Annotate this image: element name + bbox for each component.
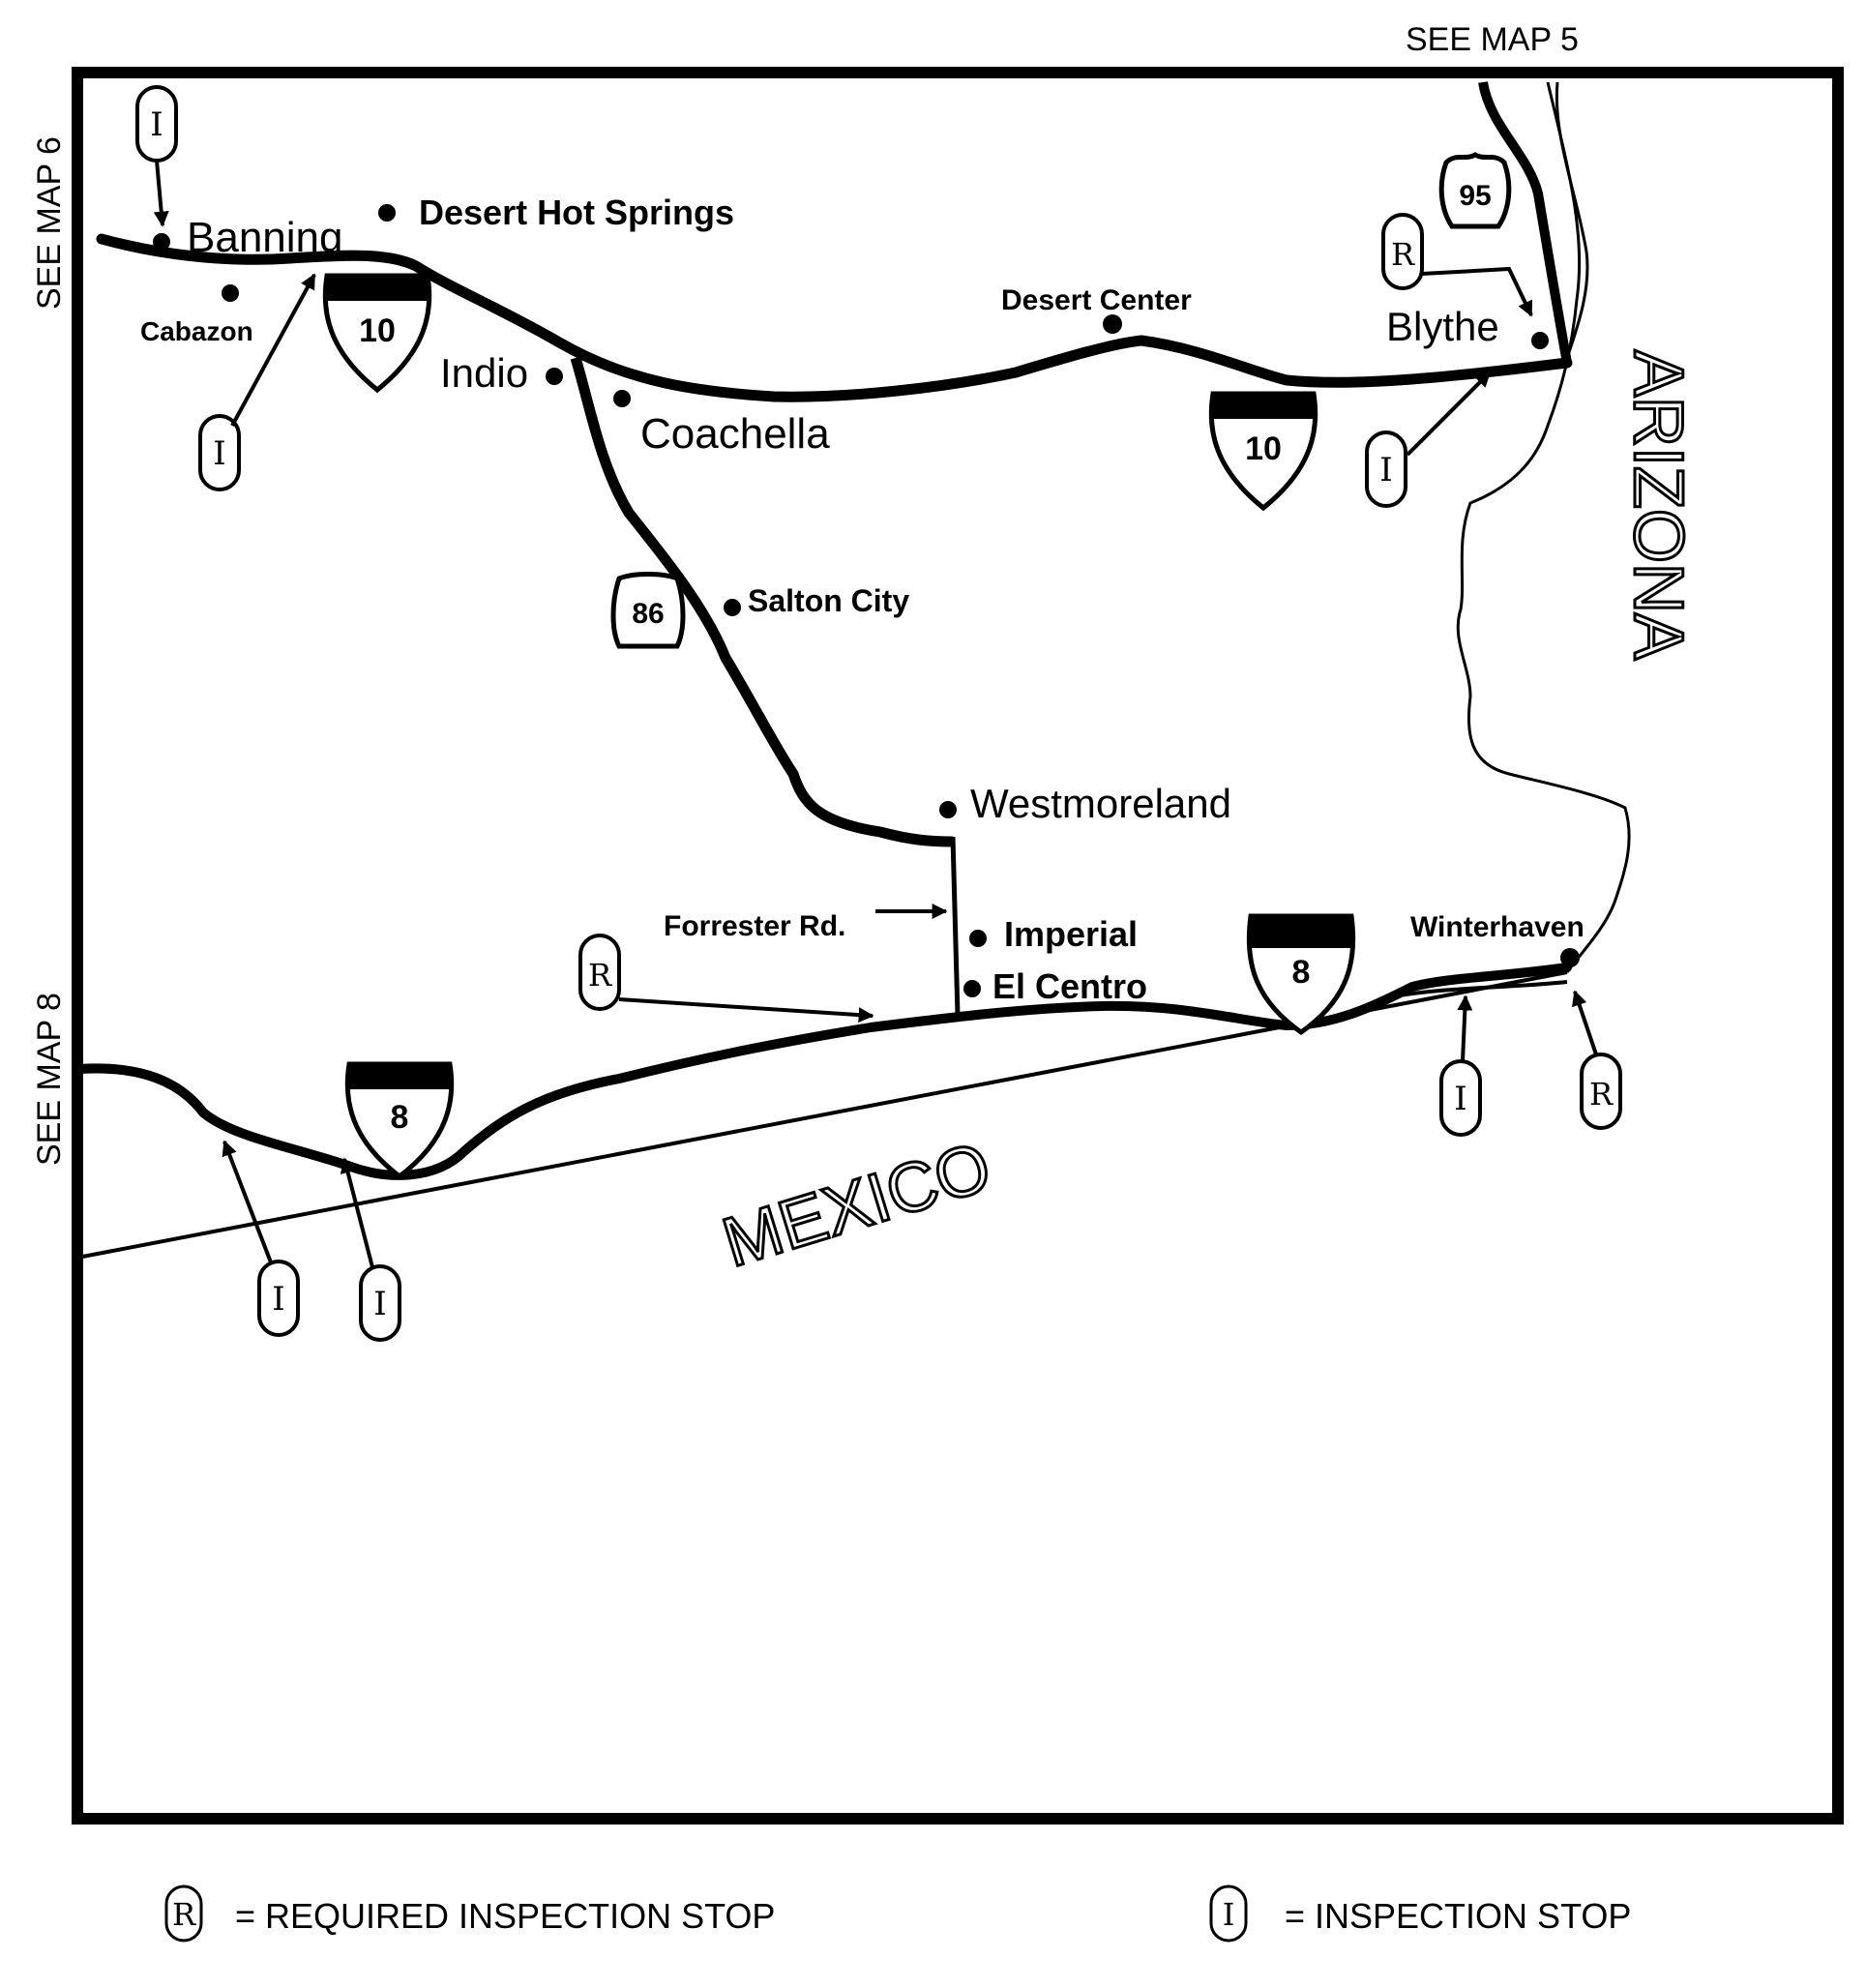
shield-us95-number: 95: [1459, 180, 1491, 212]
shield-i8-east-number: 8: [1292, 954, 1311, 991]
label-desert-center: Desert Center: [1001, 284, 1192, 316]
marker-r-forrester-letter: R: [588, 957, 612, 994]
arrow-r-forrester: [618, 997, 874, 1024]
arizona-border: [1456, 81, 1631, 973]
see-map-left-bottom: SEE MAP 8: [31, 993, 68, 1166]
dot-desert-center: [1103, 314, 1122, 334]
shield-i8-east: 8: [1246, 913, 1356, 1036]
marker-i-west-1-letter: I: [272, 1280, 284, 1319]
marker-i-winterhaven: I: [1439, 1059, 1482, 1137]
label-salton-city: Salton City: [748, 583, 909, 618]
label-imperial: Imperial: [1004, 914, 1138, 954]
label-cabazon: Cabazon: [140, 316, 253, 346]
legend-i-text: = INSPECTION STOP: [1285, 1896, 1631, 1936]
i8-road: [74, 963, 1572, 1180]
map-frame: [72, 67, 1844, 1825]
label-banning: Banning: [187, 214, 342, 261]
shield-i10-east: 10: [1208, 391, 1318, 512]
shield-ca86: 86: [610, 572, 686, 649]
see-map-top: SEE MAP 5: [1406, 21, 1579, 58]
river-edge: [1555, 81, 1589, 359]
see-map-left-top: SEE MAP 6: [31, 136, 68, 310]
dot-cabazon: [222, 284, 239, 302]
dot-winterhaven: [1560, 948, 1580, 967]
shield-i10-west-number: 10: [359, 312, 396, 349]
shield-ca86-number: 86: [632, 598, 664, 630]
arrow-i-winterhaven: [1457, 994, 1473, 1062]
label-forrester-rd: Forrester Rd.: [664, 910, 845, 942]
arrow-i-cabazon: [230, 273, 316, 427]
marker-i-blythe-letter: I: [1379, 451, 1392, 490]
dot-coachella: [613, 390, 631, 407]
arrow-i-west-2: [340, 1157, 374, 1268]
dot-blythe: [1531, 332, 1549, 349]
forrester-road: [950, 836, 961, 1017]
arrow-i-west-1: [222, 1140, 273, 1263]
label-westmoreland: Westmoreland: [970, 781, 1231, 826]
label-winterhaven: Winterhaven: [1410, 911, 1585, 943]
dot-desert-hot-springs: [378, 204, 396, 222]
dot-imperial: [969, 930, 987, 947]
label-mexico: MEXICO: [714, 1128, 999, 1283]
arrow-r-blythe: [1421, 266, 1533, 317]
legend: R = REQUIRED INSPECTION STOP I = INSPECT…: [164, 1884, 1631, 1943]
legend-r-text: = REQUIRED INSPECTION STOP: [235, 1896, 775, 1936]
shield-us95: 95: [1438, 152, 1512, 229]
label-blythe: Blythe: [1386, 304, 1499, 349]
arrow-i-blythe: [1406, 371, 1492, 457]
marker-r-blythe-letter: R: [1391, 236, 1415, 273]
marker-i-cabazon-letter: I: [213, 434, 225, 473]
label-arizona: ARIZONA: [1619, 350, 1697, 660]
dot-banning: [153, 233, 170, 251]
marker-r-winterhaven: R: [1580, 1053, 1622, 1130]
legend-r: R: [164, 1884, 203, 1943]
marker-i-banning-letter: I: [150, 105, 163, 144]
marker-i-west-2-letter: I: [373, 1285, 386, 1323]
dot-salton-city: [724, 599, 741, 616]
i8-road-east-lane: [1392, 980, 1568, 998]
label-indio: Indio: [440, 350, 528, 396]
marker-i-west-1: I: [257, 1260, 300, 1337]
marker-i-banning: I: [135, 85, 178, 163]
us95-road: [1478, 81, 1572, 364]
marker-i-blythe: I: [1365, 430, 1407, 508]
dot-indio: [546, 368, 563, 385]
marker-i-cabazon: I: [198, 414, 241, 491]
shield-i8-west: 8: [344, 1061, 455, 1180]
arrow-r-winterhaven: [1572, 990, 1598, 1055]
marker-r-forrester: R: [578, 934, 621, 1011]
dot-el-centro: [963, 980, 981, 997]
i10-road: [96, 233, 1573, 402]
dot-westmoreland: [939, 801, 957, 818]
legend-r-symbol: R: [172, 1896, 196, 1933]
legend-i: I: [1209, 1884, 1248, 1943]
marker-r-blythe: R: [1381, 213, 1424, 290]
ca86-road: [570, 356, 954, 847]
marker-i-winterhaven-letter: I: [1454, 1080, 1466, 1118]
label-desert-hot-springs: Desert Hot Springs: [419, 193, 734, 232]
legend-i-symbol: I: [1223, 1896, 1235, 1933]
shield-i8-west-number: 8: [391, 1099, 409, 1136]
label-coachella: Coachella: [640, 410, 830, 458]
arrow-i-banning: [153, 160, 169, 227]
marker-r-winterhaven-letter: R: [1589, 1076, 1614, 1113]
label-el-centro: El Centro: [992, 966, 1147, 1006]
shield-i10-east-number: 10: [1245, 430, 1282, 467]
shield-i10-west: 10: [322, 273, 432, 394]
marker-i-west-2: I: [359, 1264, 401, 1342]
